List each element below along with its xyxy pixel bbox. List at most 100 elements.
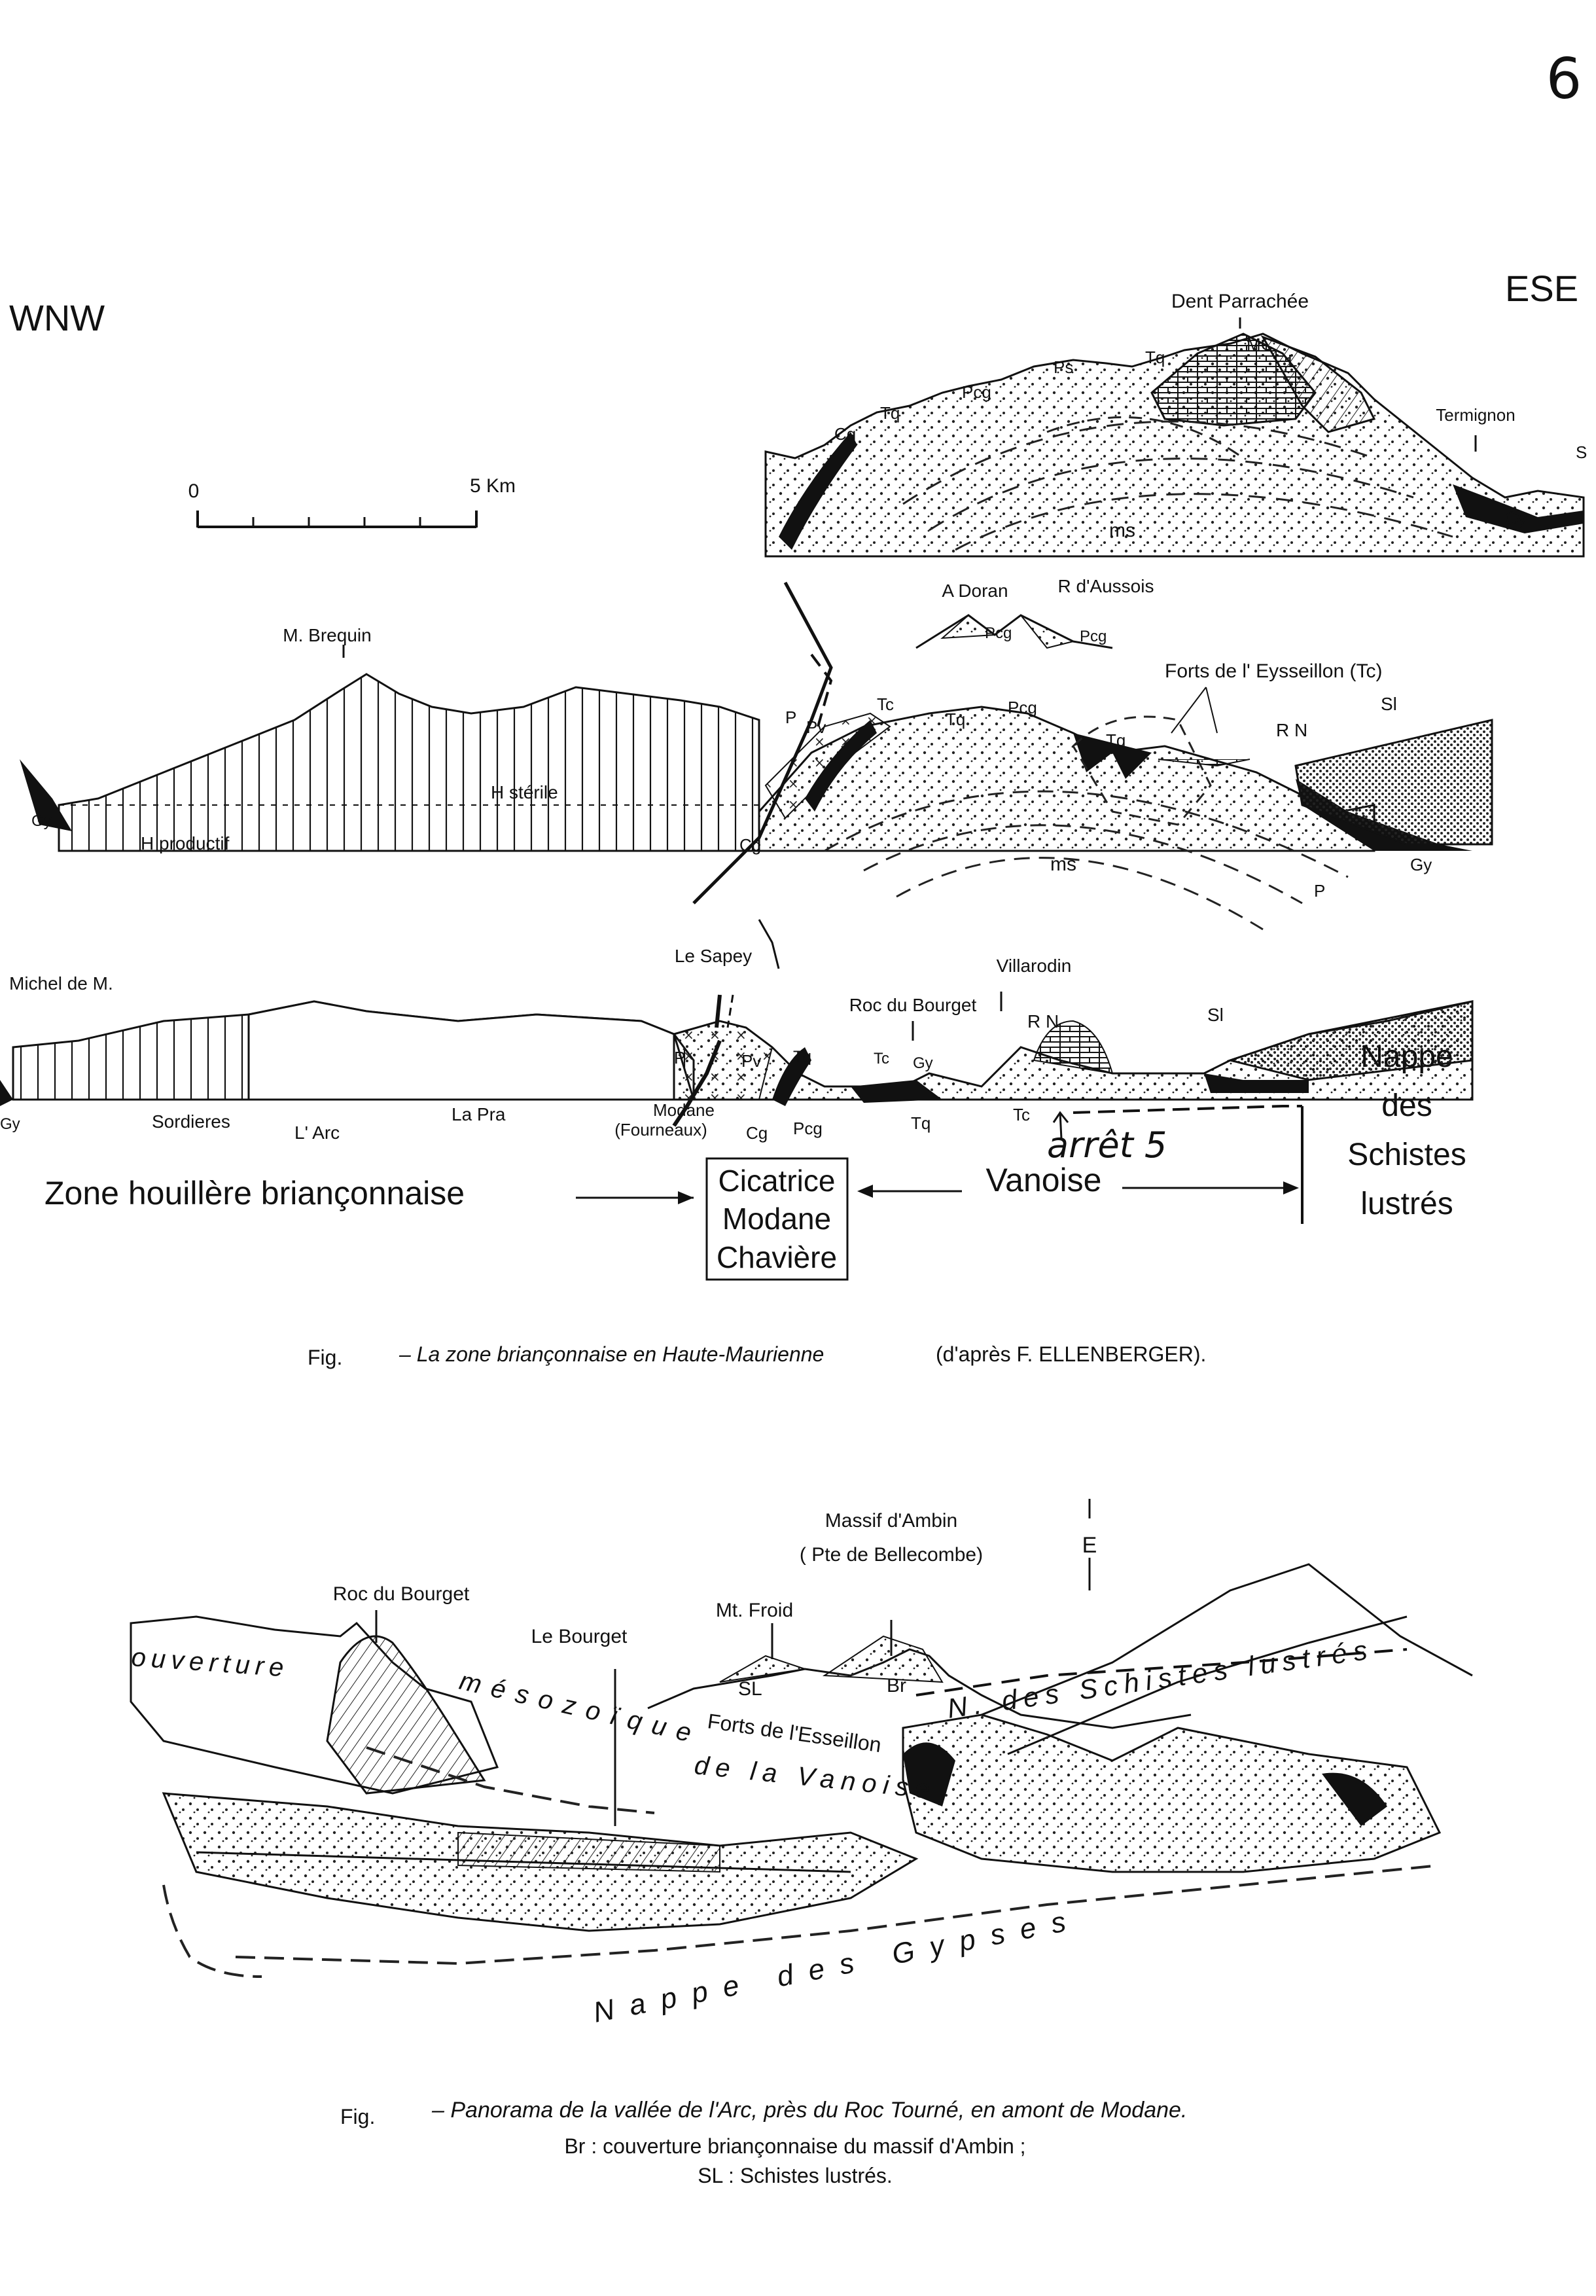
village-termignon: Termignon [1436, 405, 1515, 425]
cicatrice-box [705, 1157, 849, 1281]
zone-nappe-line2: des [1381, 1088, 1432, 1123]
caption1-prefix: Fig. [308, 1346, 342, 1369]
label-la-pra: La Pra [452, 1104, 506, 1124]
pano-sl: SL [738, 1678, 762, 1700]
zone-nappe-line4: lustrés [1360, 1187, 1453, 1221]
zone-cicatrice-line2: Modane [722, 1202, 831, 1236]
label-tq-left: Tq [880, 403, 900, 423]
label-tq-bottom: Tq [793, 1048, 811, 1066]
label-gy-mid: Gy [31, 812, 52, 830]
pano-e: E [1082, 1533, 1097, 1558]
pano-br: Br [887, 1675, 906, 1696]
label-ms-mid: ms [1050, 853, 1076, 875]
pano-couverture: ouverture [130, 1643, 289, 1683]
label-tq-bottom-2: Tq [911, 1113, 931, 1133]
label-ms-top: ms [1109, 520, 1135, 541]
label-gy-bottom: Gy [913, 1054, 933, 1072]
label-pcg-aussois: Pcg [1080, 628, 1107, 645]
label-sl-mid: Sl [1381, 694, 1397, 714]
label-p-bottom: P [674, 1048, 685, 1067]
caption2-prefix: Fig. [340, 2105, 375, 2128]
peak-a-doran: A Doran [942, 581, 1008, 601]
profile-bottom: Michel de M. Le Sapey Villarodin Roc du … [0, 919, 1474, 1224]
caption-figure-2: Fig. – Panorama de la vallée de l'Arc, p… [340, 2098, 1187, 2187]
label-h-sterile: H stérile [491, 782, 558, 802]
label-gy-left-cut: Gy [0, 1115, 20, 1133]
label-sl-bottom: Sl [1207, 1005, 1224, 1025]
label-le-sapey: Le Sapey [675, 946, 752, 966]
label-sordieres: Sordieres [152, 1111, 230, 1132]
zone-nappe-line1: Nappe [1360, 1039, 1453, 1074]
caption2-text: – Panorama de la vallée de l'Arc, près d… [431, 2098, 1187, 2123]
panorama-figure: Roc du Bourget Le Bourget Massif d'Ambin… [130, 1499, 1473, 2187]
pano-roc-du-bourget: Roc du Bourget [333, 1583, 470, 1605]
pano-le-bourget: Le Bourget [531, 1626, 628, 1647]
direction-wnw: WNW [9, 297, 105, 338]
label-tq-mid: Tq [946, 709, 965, 729]
page-number: 6 [1546, 46, 1582, 112]
zone-cicatrice-line1: Cicatrice [718, 1164, 836, 1198]
caption-figure-1: Fig. – La zone briançonnaise en Haute-Ma… [308, 1342, 1206, 1369]
label-forts-eysseillon: Forts de l' Eysseillon (Tc) [1165, 660, 1382, 682]
zone-labels: Zone houillère briançonnaise Cicatrice M… [44, 1039, 1466, 1281]
zone-vanoise: Vanoise [986, 1162, 1102, 1198]
label-p-right: P [1314, 881, 1325, 901]
profile-middle: M. Brequin A Doran R d'Aussois Forts de … [20, 576, 1493, 931]
peak-dent-parrachee: Dent Parrachée [1171, 291, 1309, 312]
pano-mt-froid: Mt. Froid [716, 1600, 793, 1621]
label-s: S [1576, 442, 1587, 462]
profile-top: Dent Parrachée MC L Tq Ps Pcg Tq Cg ms T… [764, 291, 1587, 558]
label-h-productif: H productif [141, 833, 230, 853]
pano-schistes-lustres: N. des Schistes lustrés [946, 1634, 1375, 1724]
label-l: L [1288, 351, 1297, 370]
label-cg-mid: Cg [739, 835, 761, 855]
cross-section-figure: WNW ESE 0 5 Km Dent Parra [0, 268, 1587, 1369]
scale-zero: 0 [188, 480, 200, 502]
label-tq-top: Tq [1145, 348, 1165, 367]
label-pcg-bottom: Pcg [793, 1119, 823, 1138]
label-l-arc: L' Arc [294, 1122, 340, 1143]
label-pcg-top: Pcg [962, 382, 991, 402]
label-modane: Modane [653, 1100, 715, 1120]
caption1-credit: (d'après F. ELLENBERGER). [936, 1342, 1206, 1366]
direction-ese: ESE [1505, 268, 1578, 309]
label-pcg-doran: Pcg [985, 624, 1012, 642]
pano-mesozoique: mésozoïque [457, 1666, 704, 1750]
label-tc-bottom-2: Tc [1013, 1105, 1030, 1124]
label-p-mid: P [785, 708, 796, 727]
zone-cicatrice-line3: Chavière [717, 1240, 837, 1274]
label-mc: MC [1247, 334, 1273, 354]
label-tq-forts: Tq [1106, 730, 1126, 750]
pano-de-la-vanoise: de la Vanoise [693, 1751, 937, 1805]
label-roc-du-bourget: Roc du Bourget [849, 995, 977, 1015]
peak-r-aussois: R d'Aussois [1058, 576, 1154, 596]
label-gy-top: Gy [1505, 508, 1527, 528]
pano-massif-ambin: Massif d'Ambin [825, 1510, 957, 1532]
label-pcg-mid: Pcg [1008, 698, 1037, 717]
label-pv-bottom: Pv [741, 1051, 761, 1071]
scale-end: 5 Km [470, 475, 516, 497]
label-michel-de-m: Michel de M. [9, 973, 113, 994]
peak-m-brequin: M. Brequin [283, 625, 371, 645]
label-rn-mid: R N [1276, 720, 1307, 740]
label-rn-bottom: R N [1027, 1011, 1059, 1031]
label-pv-mid: Pv [806, 717, 826, 737]
label-cg-top: Cg [834, 424, 856, 444]
pano-forts-esseillon: Forts de l'Esseillon [706, 1709, 883, 1757]
zone-nappe-line3: Schistes [1347, 1138, 1466, 1172]
label-ps: Ps [1054, 357, 1073, 377]
label-fourneaux: (Fourneaux) [614, 1120, 707, 1139]
label-tc-bottom: Tc [874, 1050, 889, 1067]
caption2-legend-sl: SL : Schistes lustrés. [698, 2164, 893, 2187]
caption2-legend-br: Br : couverture briançonnaise du massif … [564, 2134, 1025, 2158]
handwritten-note: arrêt 5 [1047, 1124, 1167, 1166]
pano-bellecombe: ( Pte de Bellecombe) [800, 1544, 983, 1566]
scale-bar: 0 5 Km [188, 475, 516, 528]
label-villarodin: Villarodin [997, 956, 1072, 976]
zone-houillere: Zone houillère briançonnaise [44, 1175, 465, 1211]
label-gy-right: Gy [1410, 855, 1432, 874]
label-tc-mid: Tc [877, 694, 894, 714]
caption1-text: – La zone briançonnaise en Haute-Maurien… [399, 1342, 824, 1366]
label-cg-bottom: Cg [746, 1123, 768, 1143]
